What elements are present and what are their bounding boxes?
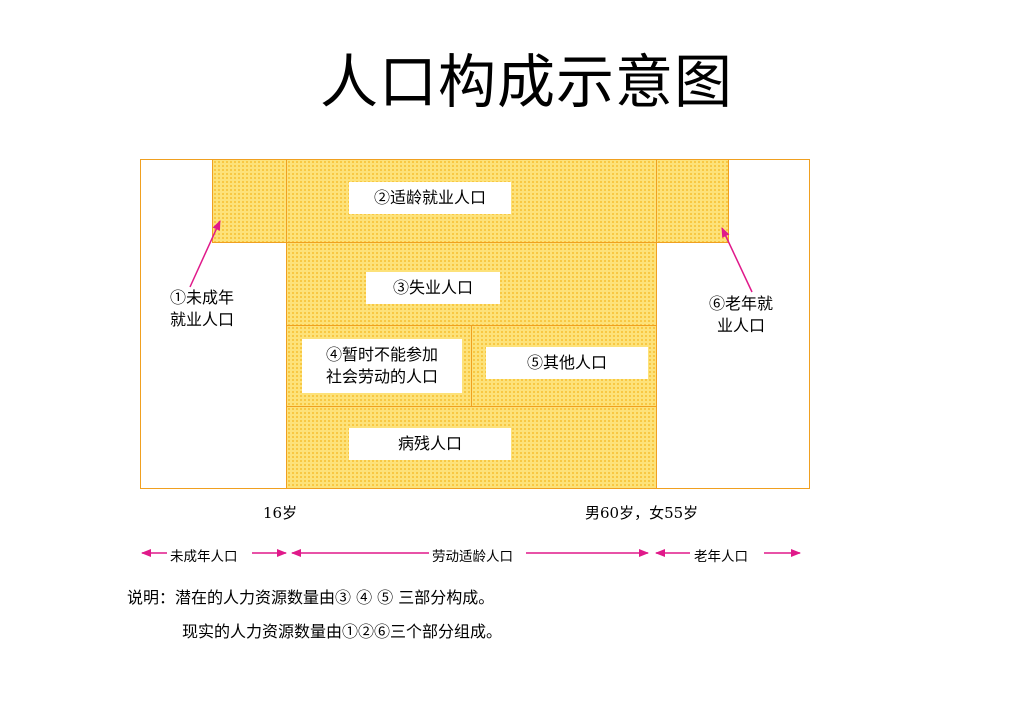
label-other: ⑤其他人口 xyxy=(486,347,648,379)
label-minor-employed-line1: ①未成年 xyxy=(169,288,234,307)
label-disabled: 病残人口 xyxy=(349,428,511,460)
region-unemployed xyxy=(286,242,657,326)
label-working-employed: ②适龄就业人口 xyxy=(349,182,511,214)
label-elderly-employed: ⑥老年就 业人口 xyxy=(698,293,784,337)
age-retirement: 男60岁，女55岁 xyxy=(585,504,699,522)
label-temporarily-unable-line2: 社会劳动的人口 xyxy=(325,367,438,386)
label-elderly-employed-line1: ⑥老年就 xyxy=(708,294,773,313)
note-line-1: 说明：潜在的人力资源数量由③ ④ ⑤ 三部分构成。 xyxy=(127,588,495,607)
region-elderly-employed xyxy=(656,159,729,243)
label-temporarily-unable-line1: ④暂时不能参加 xyxy=(325,345,438,364)
label-minor-employed: ①未成年 就业人口 xyxy=(158,287,246,331)
label-temporarily-unable: ④暂时不能参加 社会劳动的人口 xyxy=(302,339,462,393)
callout-arrow-minor xyxy=(189,220,221,288)
range-label-working: 劳动适龄人口 xyxy=(429,545,516,565)
label-unemployed: ③失业人口 xyxy=(366,272,500,304)
range-label-minor: 未成年人口 xyxy=(167,545,241,565)
label-elderly-employed-line2: 业人口 xyxy=(716,316,765,335)
note-line-2: 现实的人力资源数量由①②⑥三个部分组成。 xyxy=(182,622,503,641)
age-16: 16岁 xyxy=(263,504,298,522)
diagram-title: 人口构成示意图 xyxy=(320,48,734,116)
range-label-elderly: 老年人口 xyxy=(691,545,751,565)
callout-arrow-elderly xyxy=(721,227,753,293)
label-minor-employed-line2: 就业人口 xyxy=(169,310,234,329)
region-disabled xyxy=(286,406,657,489)
